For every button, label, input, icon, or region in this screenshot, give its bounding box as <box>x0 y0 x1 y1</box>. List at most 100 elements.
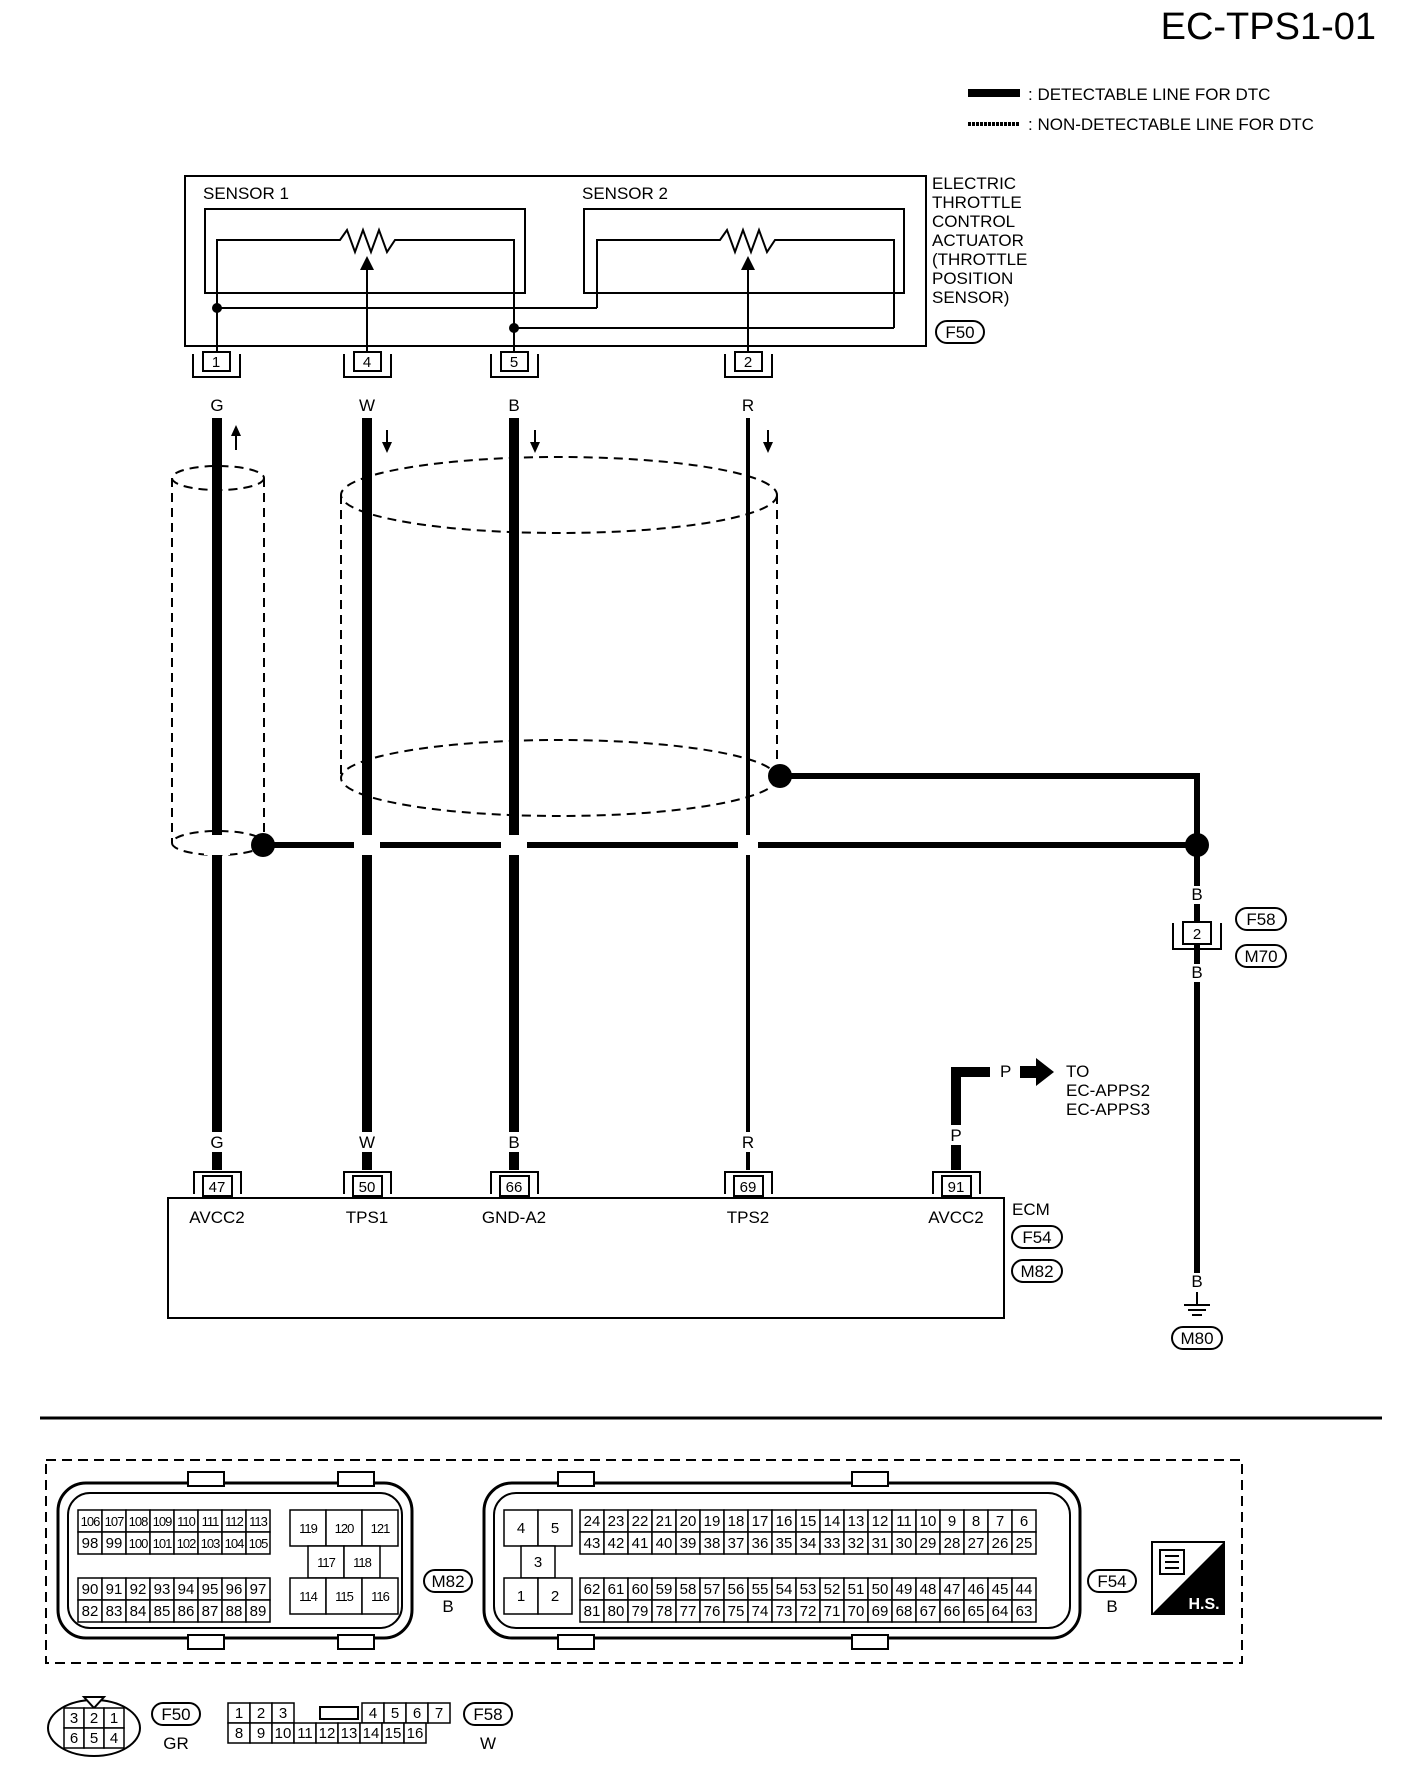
connector-pin-cell: 30 <box>891 1531 917 1555</box>
svg-text:79: 79 <box>632 1603 649 1620</box>
svg-text:4: 4 <box>369 1705 377 1722</box>
connector-pin-cell: 94 <box>173 1577 199 1601</box>
svg-text:9: 9 <box>257 1725 265 1742</box>
connector-pin-cell: 75 <box>723 1599 749 1623</box>
svg-text:97: 97 <box>250 1581 267 1598</box>
svg-text:109: 109 <box>153 1514 172 1529</box>
connector-pin-cell: 58 <box>675 1577 701 1601</box>
connector-pin-cell: 54 <box>771 1577 797 1601</box>
svg-text:88: 88 <box>226 1603 243 1620</box>
svg-text:61: 61 <box>608 1581 625 1598</box>
connector-pin-cell: 52 <box>819 1577 845 1601</box>
connector-pin-cell: 114 <box>289 1577 327 1615</box>
ground-path: B 2 F58 M70 B B M80 <box>1171 885 1287 1350</box>
connector-pin-cell: 97 <box>245 1577 271 1601</box>
svg-text:14: 14 <box>824 1513 841 1530</box>
svg-text:110: 110 <box>177 1514 195 1529</box>
svg-text:1: 1 <box>212 354 220 371</box>
svg-text:8: 8 <box>972 1513 980 1530</box>
svg-text:15: 15 <box>385 1725 402 1742</box>
svg-text:40: 40 <box>656 1535 673 1552</box>
connector-pin-cell: 71 <box>819 1599 845 1623</box>
svg-text:31: 31 <box>872 1535 889 1552</box>
svg-text:43: 43 <box>584 1535 601 1552</box>
svg-text:37: 37 <box>728 1535 745 1552</box>
svg-text:39: 39 <box>680 1535 697 1552</box>
svg-text:30: 30 <box>896 1535 913 1552</box>
connector-pin-cell: 13 <box>337 1722 361 1744</box>
ecm-terminal-name: GND-A2 <box>482 1208 546 1227</box>
f50-id-badge <box>151 1702 201 1726</box>
connector-pin-cell: 95 <box>197 1577 223 1601</box>
svg-text:84: 84 <box>130 1603 147 1620</box>
connector-pin-cell: 74 <box>747 1599 773 1623</box>
svg-text:113: 113 <box>249 1514 267 1529</box>
ecm-pin: 66 <box>490 1171 539 1197</box>
svg-text:11: 11 <box>896 1513 912 1530</box>
connector-pin-cell: 63 <box>1011 1599 1037 1623</box>
connector-pin-cell: 12 <box>315 1722 339 1744</box>
connector-pin-cell: 9 <box>939 1509 965 1533</box>
ecm-wire-colors: G W B R P <box>205 1125 968 1152</box>
svg-text:107: 107 <box>105 1514 124 1529</box>
actuator-name-line: ELECTRIC <box>932 174 1016 193</box>
actuator-pin: 2 <box>724 351 773 378</box>
connector-pin-cell: 9 <box>249 1722 273 1744</box>
connector-pin-cell: 51 <box>843 1577 869 1601</box>
svg-text:12: 12 <box>319 1725 336 1742</box>
connector-pin-cell: 3 <box>63 1707 85 1729</box>
svg-text:49: 49 <box>896 1581 913 1598</box>
connector-pin-cell: 121 <box>361 1509 399 1547</box>
connector-pin-cell: 1 <box>227 1702 251 1724</box>
svg-text:81: 81 <box>584 1603 601 1620</box>
svg-text:72: 72 <box>800 1603 817 1620</box>
connector-pin-cell: 15 <box>381 1722 405 1744</box>
svg-text:65: 65 <box>968 1603 985 1620</box>
legend-non-detectable-label: : NON-DETECTABLE LINE FOR DTC <box>1028 115 1314 134</box>
connector-pin-cell: 5 <box>537 1509 573 1547</box>
svg-text:6: 6 <box>70 1730 78 1747</box>
svg-text:21: 21 <box>656 1513 673 1530</box>
shield-left-splice <box>251 833 275 857</box>
svg-text:13: 13 <box>848 1513 865 1530</box>
svg-text:11: 11 <box>297 1725 313 1742</box>
connector-pin-cell: 33 <box>819 1531 845 1555</box>
svg-text:96: 96 <box>226 1581 243 1598</box>
svg-text:42: 42 <box>608 1535 625 1552</box>
ground-junction <box>509 323 519 333</box>
connector-pin-cell: 60 <box>627 1577 653 1601</box>
svg-text:48: 48 <box>920 1581 937 1598</box>
svg-text:101: 101 <box>153 1536 172 1551</box>
svg-text:10: 10 <box>920 1513 937 1530</box>
connector-pin-cell: 61 <box>603 1577 629 1601</box>
connector-pin-cell: 85 <box>149 1599 175 1623</box>
svg-text:5: 5 <box>391 1705 399 1722</box>
svg-text:91: 91 <box>106 1581 123 1598</box>
actuator-outline <box>184 175 927 347</box>
connector-pin-cell: 2 <box>83 1707 105 1729</box>
actuator-connector-badge <box>935 320 985 344</box>
connector-pin-cell: 20 <box>675 1509 701 1533</box>
svg-text:1: 1 <box>517 1588 525 1605</box>
svg-text:90: 90 <box>82 1581 99 1598</box>
ecm-connector-a: F54 <box>1022 1228 1051 1247</box>
connector-pin-cell: 118 <box>343 1545 381 1579</box>
connector-pin-cell: 66 <box>939 1599 965 1623</box>
legend-detectable-swatch <box>968 89 1020 97</box>
wire-color-label: B <box>508 396 519 415</box>
svg-text:3: 3 <box>279 1705 287 1722</box>
connector-pin-cell: 3 <box>271 1702 295 1724</box>
sensor2-frame <box>583 208 905 294</box>
connector-pin-cell: 10 <box>271 1722 295 1744</box>
svg-text:70: 70 <box>848 1603 865 1620</box>
svg-text:B: B <box>508 1133 519 1152</box>
ecm-terminal-name: AVCC2 <box>189 1208 244 1227</box>
actuator-pin: 5 <box>490 351 539 378</box>
svg-text:116: 116 <box>371 1589 389 1604</box>
svg-text:24: 24 <box>584 1513 601 1530</box>
svg-text:G: G <box>210 1133 223 1152</box>
actuator-name-line: THROTTLE <box>932 193 1022 212</box>
